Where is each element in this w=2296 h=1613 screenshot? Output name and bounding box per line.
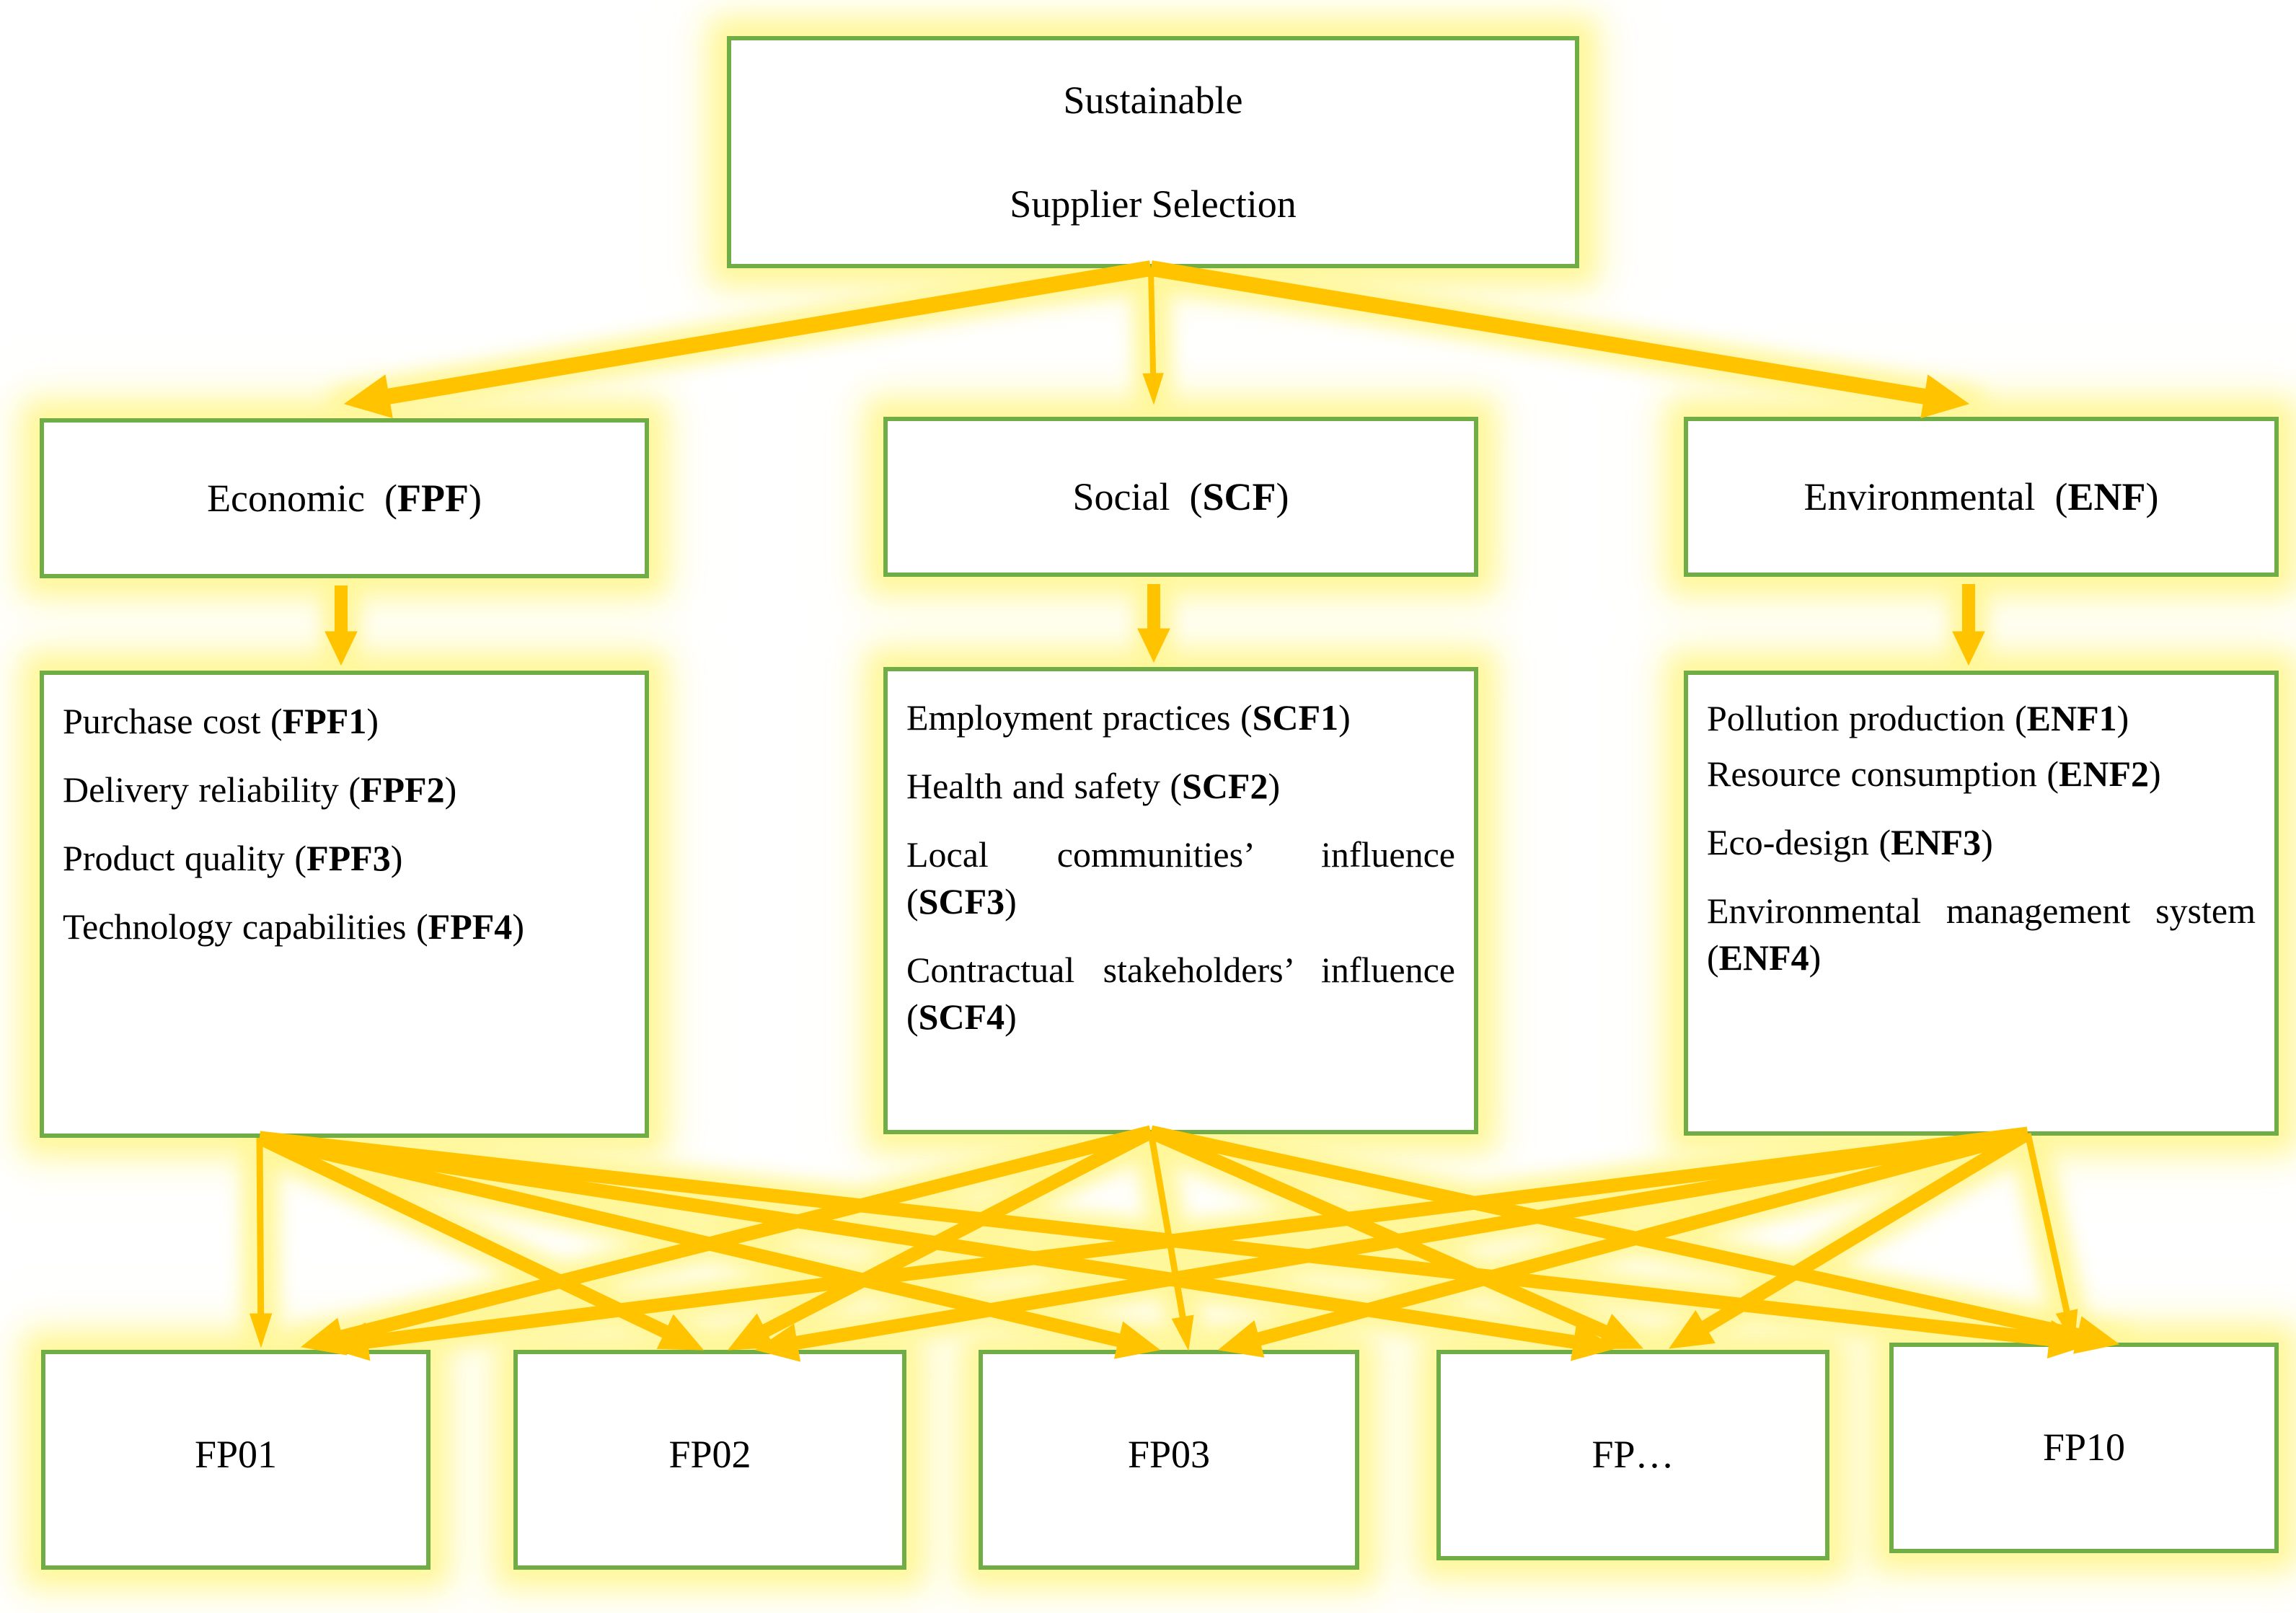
criteria-box-social[interactable]: Employment practices (SCF1) Health and s… [883,667,1478,1134]
dimension-box-economic[interactable]: Economic (FPF) [40,418,649,578]
alternative-box-fp02[interactable]: FP02 [513,1350,906,1570]
criterion-enf4: Environmental management system (ENF4) [1707,891,2256,978]
criterion-enf1: Pollution production (ENF1) [1707,698,2129,738]
criterion-fpf2: Delivery reliability (FPF2) [63,769,457,810]
alternative-box-fp-ellipsis[interactable]: FP… [1436,1350,1829,1560]
dimension-abbr-economic: FPF [397,477,469,520]
criterion-scf3: Local communities’ influence (SCF3) [906,834,1455,922]
dimension-abbr-environmental: ENF [2067,475,2146,518]
dimension-name-economic: Economic [207,477,365,520]
goal-title-line1: Sustainable [1063,78,1243,122]
criterion-scf1: Employment practices (SCF1) [906,697,1351,738]
alternative-label-fp-ellipsis: FP… [1591,1433,1674,1476]
alternative-label-fp10: FP10 [2042,1426,2126,1469]
alternative-label-fp01: FP01 [194,1433,278,1476]
criterion-fpf4: Technology capabilities (FPF4) [63,906,524,947]
alternative-label-fp02: FP02 [668,1433,751,1476]
criteria-box-economic[interactable]: Purchase cost (FPF1) Delivery reliabilit… [40,671,649,1138]
criterion-enf3: Eco-design (ENF3) [1707,822,1993,862]
dimension-label-economic: Economic (FPF) [207,477,482,520]
criterion-fpf3: Product quality (FPF3) [63,838,403,878]
criteria-list-social: Employment practices (SCF1) Health and s… [888,671,1474,1040]
dimension-name-environmental: Environmental [1803,475,2036,518]
dimension-label-environmental: Environmental (ENF) [1803,475,2159,518]
dimension-box-environmental[interactable]: Environmental (ENF) [1684,417,2279,577]
criterion-fpf1: Purchase cost (FPF1) [63,701,379,741]
criterion-scf2: Health and safety (SCF2) [906,766,1281,806]
alternative-label-fp03: FP03 [1127,1433,1211,1476]
dimension-abbr-social: SCF [1202,475,1276,518]
goal-title-line2: Supplier Selection [1010,182,1297,226]
dimension-label-social: Social (SCF) [1072,475,1289,518]
criterion-enf2: Resource consumption (ENF2) [1707,754,2161,794]
alternative-box-fp01[interactable]: FP01 [41,1350,430,1570]
criterion-scf4: Contractual stakeholders’ influence (SCF… [906,950,1455,1037]
dimension-box-social[interactable]: Social (SCF) [883,417,1478,577]
goal-box[interactable]: Sustainable Supplier Selection [727,36,1579,268]
alternative-box-fp10[interactable]: FP10 [1889,1343,2279,1553]
dimension-name-social: Social [1072,475,1170,518]
criteria-list-environmental: Pollution production (ENF1) Resource con… [1688,675,2274,981]
criteria-list-economic: Purchase cost (FPF1) Delivery reliabilit… [44,675,645,950]
alternative-box-fp03[interactable]: FP03 [979,1350,1359,1570]
criteria-box-environmental[interactable]: Pollution production (ENF1) Resource con… [1684,671,2279,1136]
